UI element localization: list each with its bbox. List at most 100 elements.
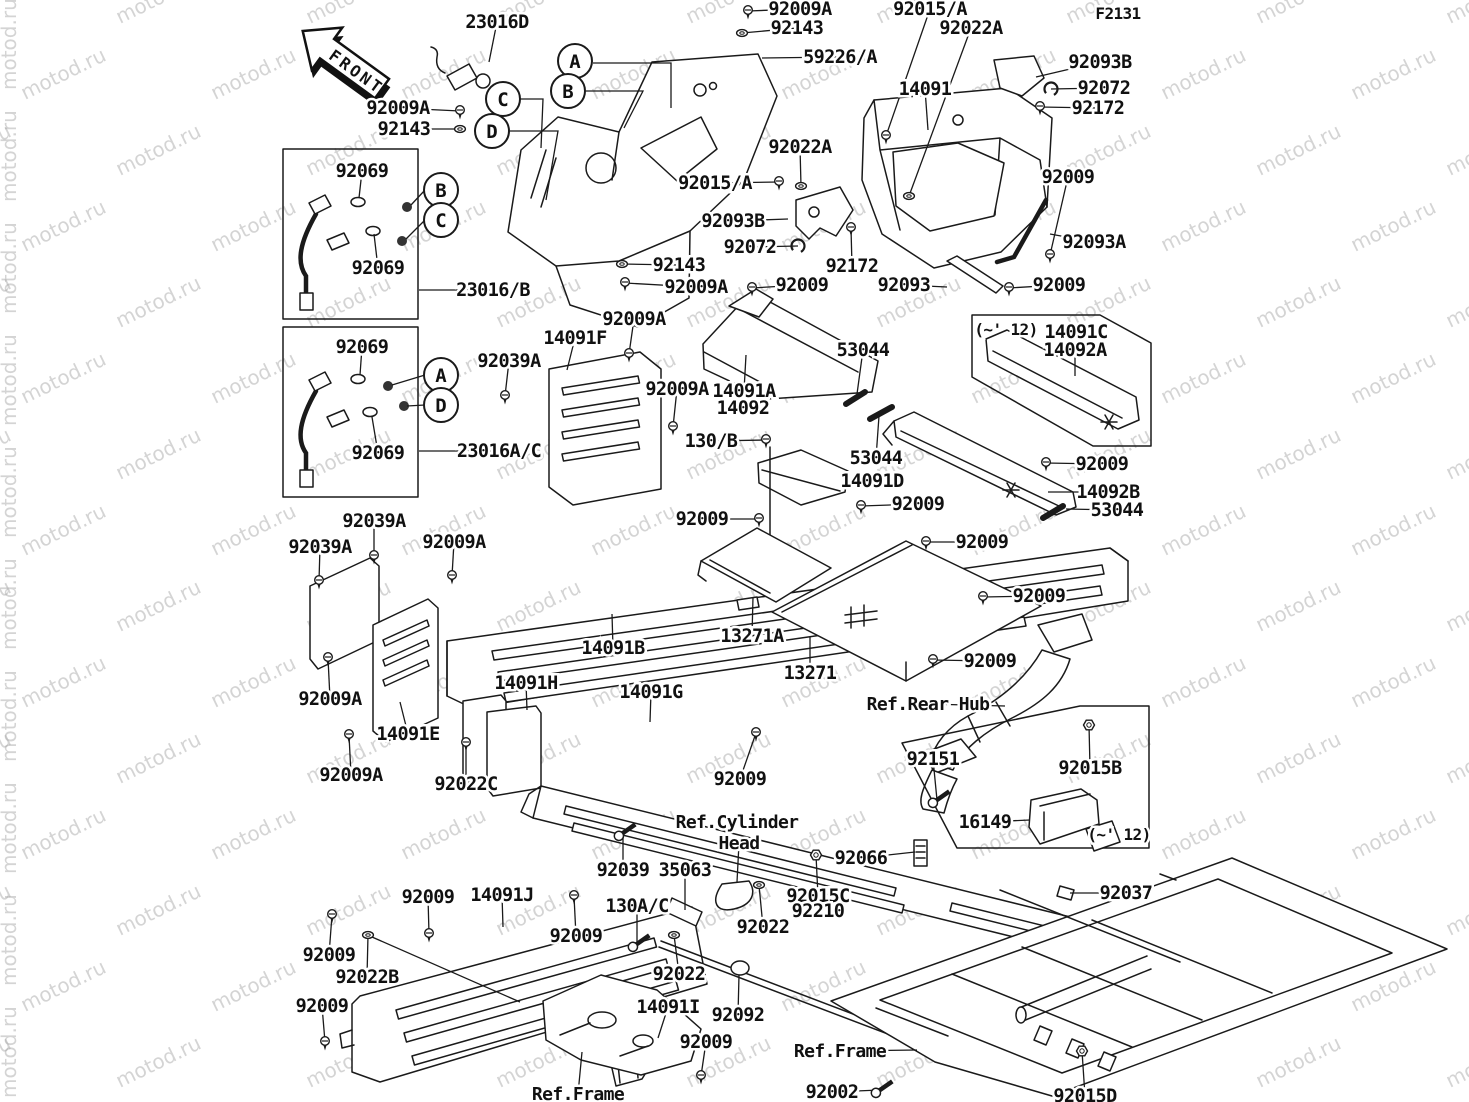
watermark-text: motod.ru <box>397 43 490 105</box>
part-label: 14091A <box>712 381 776 402</box>
part-label: 53044 <box>1091 500 1144 521</box>
part-label: 92009 <box>303 945 356 966</box>
watermark-text: motod.ru <box>112 271 205 333</box>
leader-line <box>860 503 919 507</box>
part-label: 92022C <box>434 774 497 795</box>
part-label: 13271A <box>720 626 784 647</box>
leader-line <box>673 934 680 975</box>
callout-circle <box>474 113 510 149</box>
part-label: 130/B <box>685 431 738 452</box>
leader-line <box>743 354 747 392</box>
nut-icon <box>809 849 823 861</box>
leader-line <box>710 439 767 442</box>
part-label: 23016D <box>465 12 529 33</box>
part-label: 14091B <box>581 638 645 659</box>
leader-line <box>927 703 1006 707</box>
leader-line <box>749 245 799 248</box>
screw-icon <box>447 570 458 585</box>
part-label: Ref.Cylinder <box>676 812 800 833</box>
leader-line <box>736 842 740 883</box>
leader-line <box>373 233 379 269</box>
leader-line <box>737 974 740 1016</box>
washer-icon <box>752 880 766 890</box>
watermark-text: motod.ru <box>17 803 110 865</box>
leader-line <box>525 682 528 711</box>
leader-line <box>860 851 916 859</box>
watermark-text: motod.ru <box>1347 803 1440 865</box>
part-label: 92009A <box>422 532 486 553</box>
screw-icon <box>696 1069 707 1085</box>
leader-line <box>321 1005 326 1043</box>
part-label: 92022A <box>768 137 832 158</box>
leader-line <box>488 21 498 63</box>
part-label: 92009A <box>366 98 430 119</box>
watermark-text: motod.ru <box>587 499 680 561</box>
watermark-text: motod.ru <box>0 558 21 650</box>
screw-icon <box>620 277 631 292</box>
screw-icon <box>369 550 380 565</box>
watermark-text: motod.ru <box>1347 195 1440 257</box>
screw-icon <box>668 421 679 436</box>
callout-circle-letter: D <box>486 121 497 143</box>
watermark-text: motod.ru <box>1442 0 1469 28</box>
screw-icon <box>1004 282 1015 297</box>
part-label: 14091I <box>636 997 699 1018</box>
callout-circle-letter: A <box>435 365 447 387</box>
leader-line <box>366 934 369 978</box>
part-label: 92092 <box>712 1005 765 1026</box>
callout-circle <box>423 387 459 423</box>
part-label: (~' 12) <box>1087 825 1150 844</box>
leader-line <box>751 596 754 637</box>
watermark-text: motod.ru <box>1252 423 1345 485</box>
watermark-text: motod.ru <box>1442 423 1469 485</box>
part-label: Ref.Frame <box>532 1084 625 1102</box>
callout-circle-letter: D <box>435 395 446 417</box>
screw-icon <box>747 282 758 297</box>
ring-icon <box>790 238 806 254</box>
leader-line <box>1081 1050 1086 1097</box>
screw-icon <box>500 390 511 405</box>
part-label: 92015D <box>1053 1086 1117 1102</box>
leader-line <box>358 170 363 199</box>
callout-circle-letter: B <box>435 180 446 202</box>
leader-line <box>758 884 764 928</box>
part-label: 53044 <box>837 340 890 361</box>
leader-line <box>672 388 678 428</box>
screw-icon <box>569 890 580 905</box>
watermark-text: motod.ru <box>112 727 205 789</box>
screw-icon <box>424 928 435 943</box>
part-label: 92015B <box>1058 758 1122 779</box>
watermark-text: motod.ru <box>0 334 21 426</box>
part-label: 92172 <box>1072 98 1125 119</box>
watermark-text: motod.ru <box>302 0 395 28</box>
screw-icon <box>323 652 334 667</box>
part-label: 92069 <box>336 337 389 358</box>
watermark-text: motod.ru <box>1157 803 1250 865</box>
part-label: 92009 <box>680 1032 733 1053</box>
leader-line <box>649 691 652 723</box>
leader-line <box>908 27 972 197</box>
part-label: 92066 <box>835 848 888 869</box>
watermark-text: motod.ru <box>17 195 110 257</box>
nut-icon <box>1075 1045 1089 1057</box>
part-labels: 23016D92009A9214392015/A92022AF213159226… <box>286 0 1156 1102</box>
leader-lines <box>318 8 1126 1097</box>
part-label: 92009A <box>298 689 362 710</box>
part-label: 92037 <box>1100 883 1153 904</box>
part-label: 92009 <box>714 769 767 790</box>
leader-line <box>624 282 697 288</box>
part-label: 92009A <box>602 309 666 330</box>
part-label: 23016/B <box>456 280 530 301</box>
part-label: 13271 <box>784 663 837 684</box>
watermark-text: motod.ru <box>17 499 110 561</box>
watermark-text: motod.ru <box>1252 271 1345 333</box>
part-label: 92143 <box>653 255 706 276</box>
part-label: 92072 <box>1078 78 1131 99</box>
watermark-text: motod.ru <box>1347 43 1440 105</box>
screw-icon <box>856 500 867 515</box>
watermark-text: motod.ru <box>0 1006 21 1098</box>
part-label: F2131 <box>1095 4 1140 23</box>
callout-circle-letter: C <box>435 210 446 232</box>
watermark-text: motod.ru <box>0 110 21 202</box>
